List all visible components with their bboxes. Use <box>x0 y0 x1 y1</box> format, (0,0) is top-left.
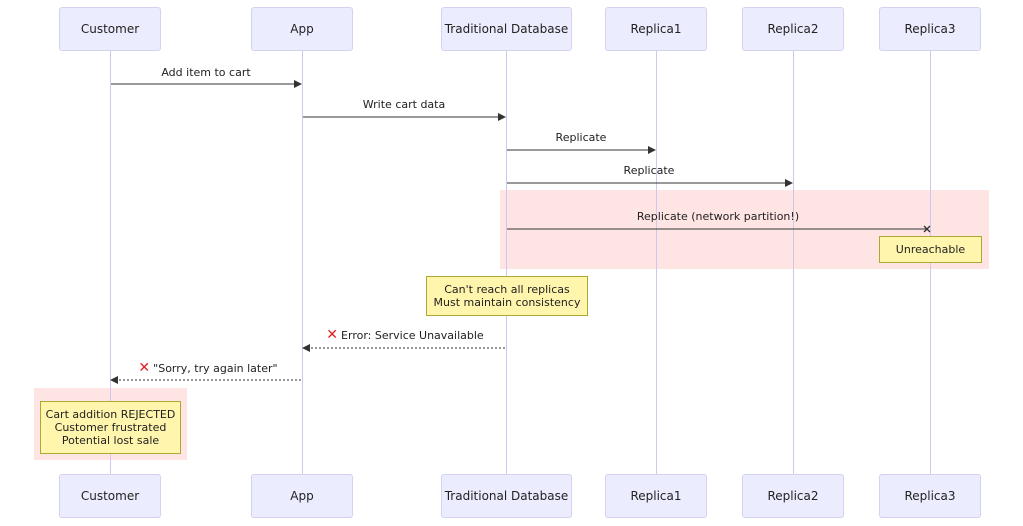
message-label-error: ✕ Error: Service Unavailable <box>326 327 484 343</box>
message-label-add-item: Add item to cart <box>161 66 251 79</box>
actor-replica2-top: Replica2 <box>742 7 844 51</box>
lifeline-replica1 <box>656 51 657 474</box>
lifeline-replica2 <box>793 51 794 474</box>
lifeline-database <box>506 51 507 474</box>
actor-app-top: App <box>251 7 353 51</box>
cross-mark-icon: ✕ <box>138 360 151 376</box>
cross-mark-icon: ✕ <box>326 327 339 343</box>
actor-replica3-bottom: Replica3 <box>879 474 981 518</box>
note-unreachable: Unreachable <box>879 236 982 263</box>
note-rejected: Cart addition REJECTED Customer frustrat… <box>40 401 181 454</box>
actor-replica1-bottom: Replica1 <box>605 474 707 518</box>
cross-arrow-end <box>923 225 931 233</box>
message-label-replicate-1: Replicate <box>555 131 607 144</box>
lifeline-app <box>302 51 303 474</box>
actor-customer-bottom: Customer <box>59 474 161 518</box>
actor-replica3-top: Replica3 <box>879 7 981 51</box>
note-consistency: Can't reach all replicas Must maintain c… <box>426 276 588 316</box>
actor-database-bottom: Traditional Database <box>441 474 572 518</box>
message-label-replicate-2: Replicate <box>623 164 675 177</box>
actor-replica1-top: Replica1 <box>605 7 707 51</box>
message-label-sorry: ✕ "Sorry, try again later" <box>138 360 278 376</box>
actor-replica2-bottom: Replica2 <box>742 474 844 518</box>
actor-database-top: Traditional Database <box>441 7 572 51</box>
message-label-write-cart: Write cart data <box>362 98 446 111</box>
lifeline-customer <box>110 51 111 474</box>
actor-customer-top: Customer <box>59 7 161 51</box>
message-label-replicate-3: Replicate (network partition!) <box>636 210 800 223</box>
actor-app-bottom: App <box>251 474 353 518</box>
